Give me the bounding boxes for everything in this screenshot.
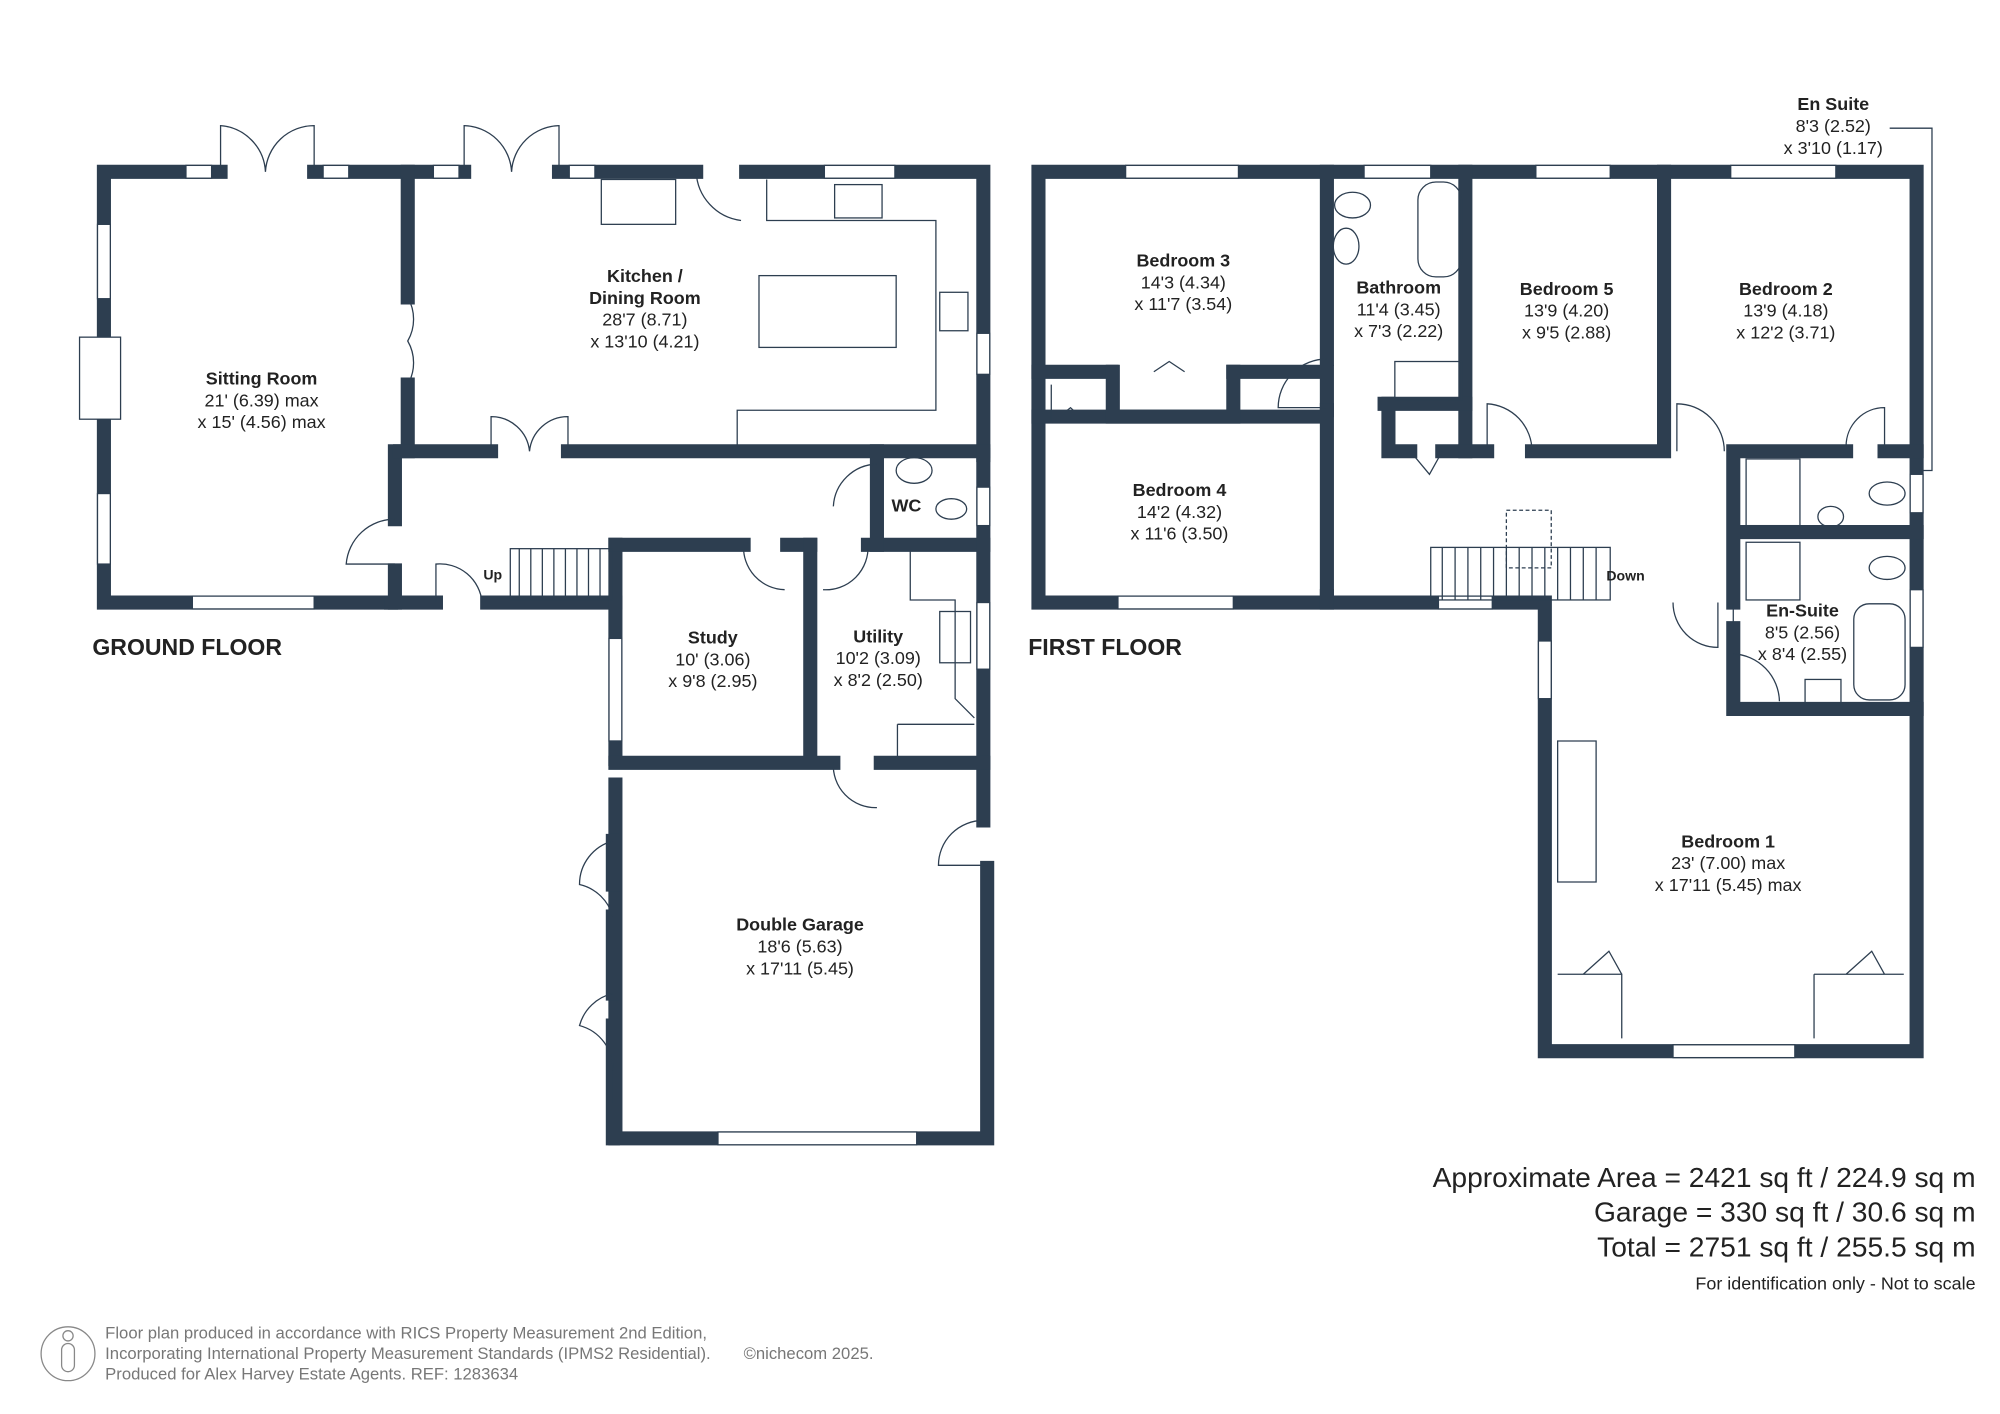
room-name: Bathroom (1356, 278, 1441, 298)
room-name: Bedroom 1 (1681, 831, 1775, 851)
room-bedroom-1: Bedroom 1 23' (7.00) max x 17'11 (5.45) … (1655, 831, 1802, 895)
room-name: Utility (853, 626, 903, 646)
room-dimension: x 3'10 (1.17) (1784, 138, 1883, 158)
room-name: Bedroom 2 (1739, 279, 1833, 299)
room-dimension: 8'3 (2.52) (1796, 116, 1871, 136)
area-summary: Approximate Area = 2421 sq ft / 224.9 sq… (1433, 1161, 1976, 1294)
room-dimension: 18'6 (5.63) (757, 936, 842, 956)
ground-floor-label: GROUND FLOOR (92, 634, 282, 660)
room-dimension: x 8'2 (2.50) (834, 670, 923, 690)
room-bedroom-3: Bedroom 3 14'3 (4.34) x 11'7 (3.54) (1134, 251, 1232, 315)
garage-area: Garage = 330 sq ft / 30.6 sq m (1594, 1196, 1976, 1228)
room-dimension: x 9'5 (2.88) (1522, 322, 1611, 342)
room-dimension: x 11'6 (3.50) (1131, 524, 1229, 544)
room-name: Bedroom 3 (1136, 251, 1230, 271)
room-dimension: x 15' (4.56) max (198, 412, 326, 432)
room-bedroom-4: Bedroom 4 14'2 (4.32) x 11'6 (3.50) (1131, 480, 1229, 544)
room-study: Study 10' (3.06) x 9'8 (2.95) (668, 628, 757, 692)
room-name: Bedroom 5 (1520, 279, 1614, 299)
ground-floor-fixtures (219, 124, 984, 1103)
room-dimension: 21' (6.39) max (205, 390, 319, 410)
room-name: En-Suite (1766, 601, 1839, 621)
room-utility: Utility 10'2 (3.09) x 8'2 (2.50) (834, 626, 923, 690)
room-dimension: 28'7 (8.71) (602, 310, 687, 330)
room-dimension: 8'5 (2.56) (1765, 622, 1840, 642)
person-icon (40, 1326, 96, 1382)
room-kitchen-dining: Kitchen / Dining Room 28'7 (8.71) x 13'1… (589, 266, 701, 351)
room-double-garage: Double Garage 18'6 (5.63) x 17'11 (5.45) (736, 915, 864, 979)
room-dimension: x 17'11 (5.45) (746, 958, 854, 978)
room-bathroom: Bathroom 11'4 (3.45) x 7'3 (2.22) (1354, 278, 1443, 342)
room-dimension: 10'2 (3.09) (836, 648, 921, 668)
footer: Floor plan produced in accordance with R… (40, 1323, 874, 1383)
room-en-suite-callout: En Suite 8'3 (2.52) x 3'10 (1.17) (1784, 94, 1883, 158)
room-sitting-room: Sitting Room 21' (6.39) max x 15' (4.56)… (198, 369, 326, 433)
room-dimension: x 9'8 (2.95) (668, 671, 757, 691)
room-dimension: x 11'7 (3.54) (1134, 294, 1232, 314)
first-floor-windows (1117, 164, 1924, 1059)
disclaimer: For identification only - Not to scale (1695, 1274, 1975, 1294)
stairs-up-label: Up (483, 566, 502, 582)
room-dimension: 11'4 (3.45) (1357, 299, 1441, 319)
room-dimension: x 17'11 (5.45) max (1655, 875, 1802, 895)
copyright: ©nichecom 2025. (744, 1344, 874, 1363)
room-dimension: 14'2 (4.32) (1137, 502, 1222, 522)
room-dimension: 23' (7.00) max (1671, 853, 1785, 873)
room-dimension: 10' (3.06) (675, 649, 750, 669)
total-area: Total = 2751 sq ft / 255.5 sq m (1597, 1230, 1975, 1262)
room-name: Study (688, 628, 738, 648)
room-dimension: 14'3 (4.34) (1141, 272, 1226, 292)
room-name: Double Garage (736, 915, 864, 935)
ground-floor-windows (78, 164, 991, 1146)
room-name: Sitting Room (206, 369, 318, 389)
room-dimension: x 12'2 (3.71) (1736, 322, 1835, 342)
room-name: En Suite (1797, 94, 1869, 114)
room-bedroom-5: Bedroom 5 13'9 (4.20) x 9'5 (2.88) (1520, 279, 1614, 343)
room-dimension: x 7'3 (2.22) (1354, 321, 1443, 341)
approximate-area: Approximate Area = 2421 sq ft / 224.9 sq… (1433, 1161, 1976, 1193)
footer-line-1: Floor plan produced in accordance with R… (105, 1323, 707, 1342)
first-floor-label: FIRST FLOOR (1028, 634, 1182, 660)
room-bedroom-2: Bedroom 2 13'9 (4.18) x 12'2 (3.71) (1736, 279, 1835, 343)
room-dimension: x 13'10 (4.21) (590, 331, 699, 351)
first-floor-fixtures (1050, 127, 1933, 1039)
room-wc: WC (891, 496, 921, 516)
footer-line-3: Produced for Alex Harvey Estate Agents. … (105, 1364, 518, 1383)
room-en-suite: En-Suite 8'5 (2.56) x 8'4 (2.55) (1758, 601, 1847, 665)
room-dimension: x 8'4 (2.55) (1758, 644, 1847, 664)
room-name: Bedroom 4 (1133, 480, 1227, 500)
footer-line-2: Incorporating International Property Mea… (105, 1344, 710, 1363)
room-name: Dining Room (589, 288, 701, 308)
room-dimension: 13'9 (4.18) (1743, 301, 1828, 321)
first-floor-walls (1031, 164, 1924, 1059)
stairs-down-label: Down (1606, 568, 1644, 584)
room-name: Kitchen / (607, 266, 683, 286)
room-dimension: 13'9 (4.20) (1524, 301, 1609, 321)
